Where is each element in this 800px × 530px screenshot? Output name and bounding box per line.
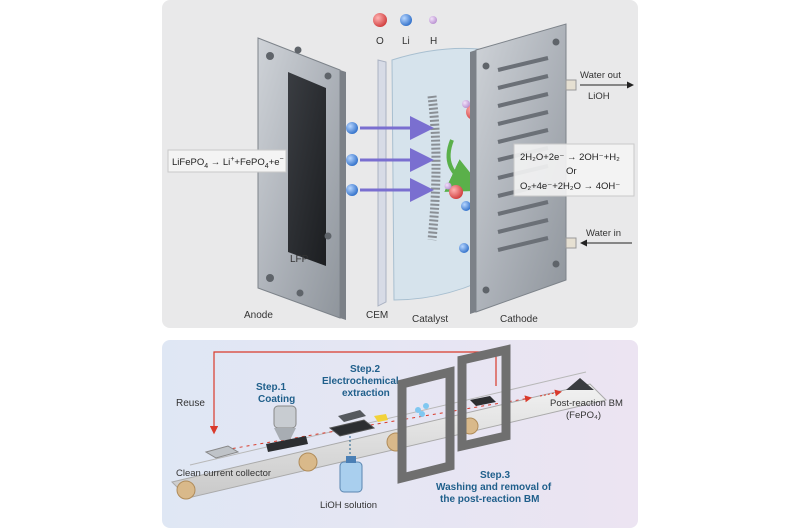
cathode-equation-or: Or [566,166,577,177]
post-reaction-label: Post-reaction BM [550,398,623,409]
water-out-label: Water out [580,70,621,81]
powder-pile-icon [566,378,594,390]
water-in-label: Water in [586,228,621,239]
reactor-cell [328,419,376,437]
step3-line1: Washing and removal of [436,482,552,493]
clean-collector: Clean current collector [176,445,271,479]
lithium-ion-icon [346,154,358,166]
ion-transport [346,116,434,202]
step2-name2: extraction [342,388,390,399]
catalyst-particles [427,95,441,241]
coated-sheet [266,436,308,452]
water-flow: Water out LiOH Water in [580,70,634,247]
anode-label: Anode [244,310,273,321]
hydrogen-ball-icon [429,16,437,24]
bolt-hole-icon [266,52,274,60]
step3-title: Step.3 [480,470,510,481]
cem-label: CEM [366,310,388,321]
anode-equation-text: LiFePO4 → Li++FePO4+e− [172,156,284,170]
water-out-port [565,79,577,91]
lfp-label: LFP [290,254,309,265]
washing-frames [397,344,511,484]
cathode-label: Cathode [500,314,538,325]
lithium-ball-icon [400,14,412,26]
cathode-equation-line2: O₂+4e⁻+2H₂O → 4OH⁻ [520,181,620,192]
reuse-loop: Reuse [176,351,497,435]
step1-name: Coating [258,394,295,405]
step3-line2: the post-reaction BM [440,494,539,505]
wash-frame-2 [457,344,511,452]
legend-label-li: Li [402,36,410,47]
reaction-curve-arrow [444,139,485,192]
bolt-hole-icon [296,289,304,297]
clean-collector-label: Clean current collector [176,468,271,479]
spark-icon [374,414,388,422]
bolt-hole-icon [324,232,332,240]
lithium-ion-icon [346,184,358,196]
step1-title: Step.1 [256,382,286,393]
bolt-hole-icon [266,274,274,282]
wash-frame-1 [397,366,455,484]
lithium-ion-icon [346,122,358,134]
post-reaction-formula: (FePO₄) [566,410,601,421]
step2-title: Step.2 [350,364,380,375]
roller-icon [176,480,196,500]
catalyst-label: Catalyst [412,314,448,325]
roller-icon [298,452,318,472]
step2-name: Electrochemical [322,376,399,387]
oxygen-ball-icon [373,13,387,27]
lioh-out-label: LiOH [588,91,610,102]
legend-label-h: H [430,36,437,47]
lioh-bottle: LiOH solution [320,456,377,511]
post-reaction-bm: Post-reaction BM (FePO₄) [539,378,623,421]
water-in-port [565,237,577,249]
legend: O Li H [373,13,437,47]
bolt-hole-icon [294,46,302,54]
step1-coating: Step.1 Coating [256,382,308,452]
cathode-equation-line1: 2H₂O+2e⁻ → 2OH⁻+H₂ [520,152,620,163]
lioh-solution-label: LiOH solution [320,500,377,511]
cathode-equation: 2H₂O+2e⁻ → 2OH⁻+H₂ Or O₂+4e⁻+2H₂O → 4OH⁻ [513,143,635,197]
coater-hopper-icon [273,405,297,429]
reuse-label: Reuse [176,398,205,409]
step3-washing: Step.3 Washing and removal of the post-r… [436,470,552,505]
anode-plate: LFP [257,37,346,320]
anode-equation: LiFePO4 → Li++FePO4+e− [167,149,287,173]
legend-label-o: O [376,36,384,47]
cem-membrane [377,59,387,307]
bolt-hole-icon [324,72,332,80]
lfp-electrode [288,72,326,266]
